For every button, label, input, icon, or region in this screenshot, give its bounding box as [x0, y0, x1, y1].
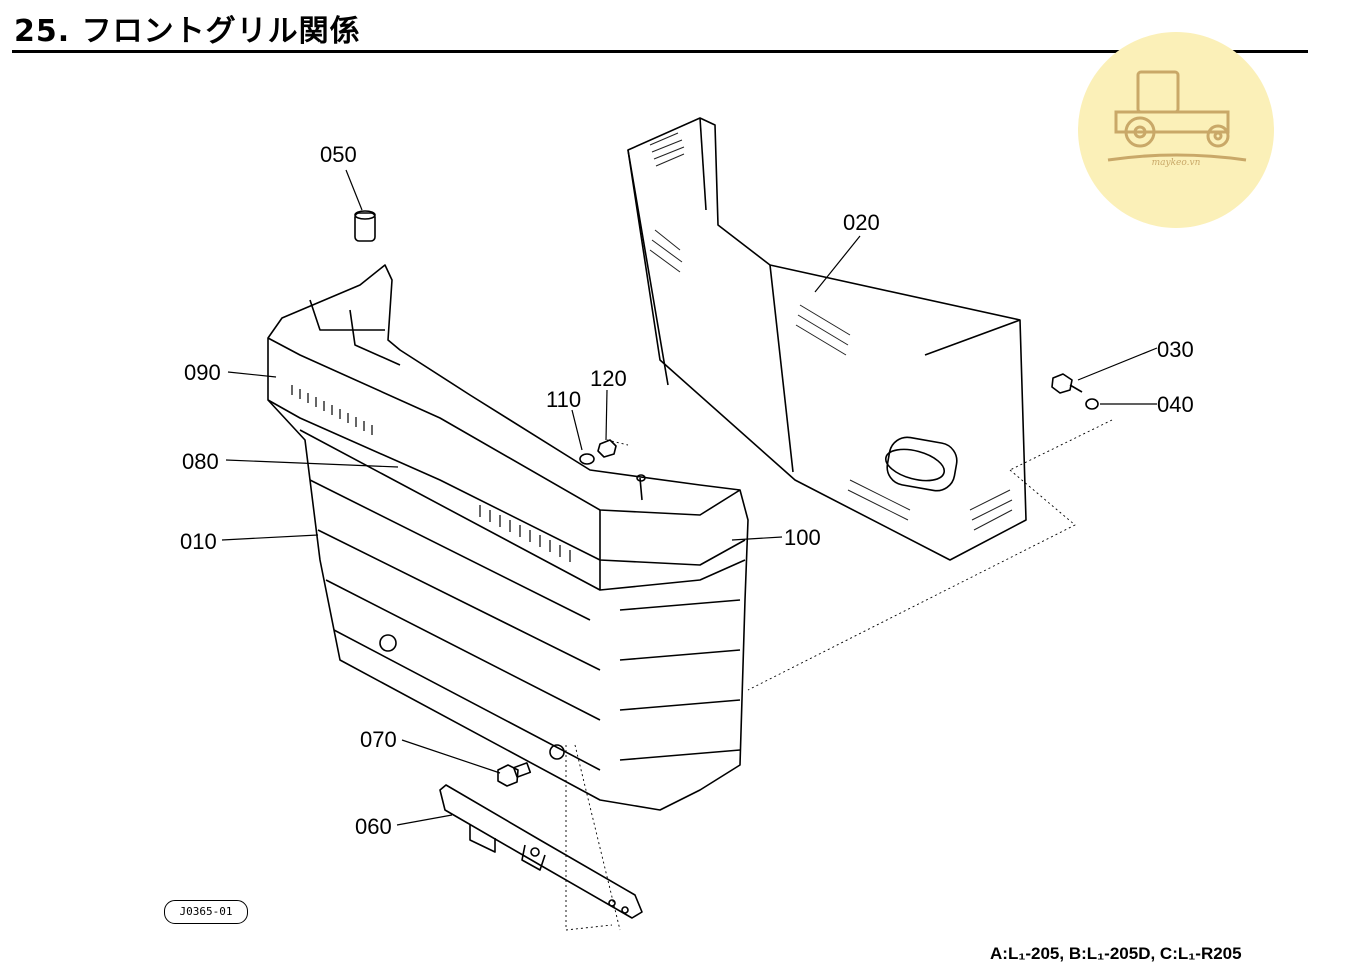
washer-nut-110-120	[579, 439, 646, 501]
part-label-100: 100	[784, 525, 821, 550]
diagram-code-badge: J0365-01	[164, 900, 248, 924]
tractor-icon	[1107, 70, 1247, 162]
cushion-050	[354, 210, 376, 242]
part-label-020: 020	[843, 210, 880, 235]
part-label-050: 050	[320, 142, 357, 167]
bolt-washer-030-040	[1051, 373, 1099, 410]
side-cover-panel	[627, 117, 1027, 561]
part-label-070: 070	[360, 727, 397, 752]
logo-caption: maykeo.vn	[1151, 158, 1201, 168]
part-label-010: 010	[180, 529, 217, 554]
part-label-040: 040	[1157, 392, 1194, 417]
part-label-090: 090	[184, 360, 221, 385]
leader-lines	[221, 169, 1158, 826]
part-label-110: 110	[546, 387, 582, 412]
title-underline	[12, 50, 1308, 53]
part-label-030: 030	[1157, 337, 1194, 362]
watermark-logo: maykeo.vn	[1078, 32, 1274, 228]
assembly-phantom-lines	[565, 419, 1113, 931]
bolt-070	[497, 762, 532, 787]
part-label-080: 080	[182, 449, 219, 474]
bracket-060	[439, 784, 643, 919]
front-grille-body	[267, 264, 749, 811]
model-applicability-note: A:L₁-205, B:L₁-205D, C:L₁-R205	[990, 944, 1242, 963]
part-label-120: 120	[590, 366, 627, 391]
part-label-060: 060	[355, 814, 392, 839]
page-title: 25. フロントグリル関係	[14, 14, 361, 49]
